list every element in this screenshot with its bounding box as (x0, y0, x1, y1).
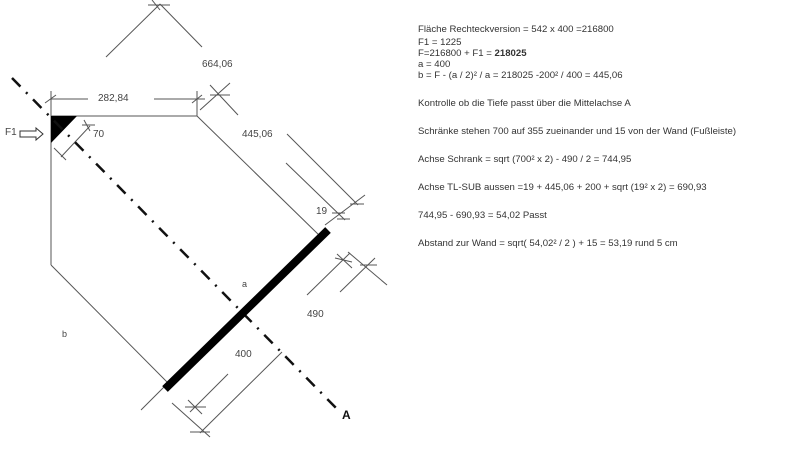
peak-tick (151, 0, 161, 11)
width-dim-tick (44, 94, 57, 104)
note-line: b = F - (a / 2)² / a = 218025 -200² / 40… (418, 70, 623, 81)
top-dimension-label: 664,06 (202, 59, 233, 70)
axis-label: A (342, 408, 351, 422)
right-diagonal-line (196, 115, 323, 239)
note-line: Fläche Rechteckversion = 542 x 400 =2168… (418, 24, 614, 35)
width-dim-tick (191, 94, 203, 104)
cross-tick (199, 82, 231, 111)
depth-dim-tick (336, 253, 353, 269)
center-axis-line (11, 77, 341, 413)
side-dim-line (286, 133, 359, 206)
width-dimension-label: 282,84 (98, 93, 129, 104)
side-dimension-label: 445,06 (242, 129, 273, 140)
note-line: 744,95 - 690,93 = 54,02 Passt (418, 210, 547, 221)
a-label: a (242, 279, 248, 289)
corner-dim-tick (83, 119, 91, 132)
note-line: Schränke stehen 700 auf 355 zueinander u… (418, 126, 737, 137)
bar-dimension-label: 400 (235, 349, 252, 360)
offset-tick (324, 194, 366, 226)
note-line: Kontrolle ob die Tiefe passt über die Mi… (418, 98, 631, 109)
peak-left-line (105, 3, 161, 58)
depth-dim-line (339, 257, 376, 293)
f1-arrow-icon (19, 126, 44, 142)
cabinet-bar (162, 227, 331, 392)
note-line: F=216800 + F1 = 218025 (418, 48, 736, 59)
note-line: Abstand zur Wand = sqrt( 54,02² / 2 ) + … (418, 238, 678, 249)
side-dim-line (285, 162, 346, 221)
note-line: F1 = 1225 (418, 37, 462, 48)
depth-dimension-label: 490 (307, 309, 324, 320)
note-line: a = 400 (418, 59, 451, 70)
bar-dim-line (189, 373, 229, 413)
bar-dim-line (140, 382, 169, 411)
peak-right-line (159, 3, 203, 48)
note-line: Achse TL-SUB aussen =19 + 445,06 + 200 +… (418, 182, 707, 193)
note-result: 218025 (494, 48, 527, 59)
corner-dim-line (60, 125, 91, 158)
note-text: F=216800 + F1 = (418, 48, 495, 59)
offset-dimension-label: 19 (316, 206, 328, 217)
bar-dim-line (199, 351, 283, 434)
bar-dim-line (171, 402, 211, 438)
calculation-notes: Fläche Rechteckversion = 542 x 400 =2168… (418, 24, 736, 249)
bar-dim-tick (187, 399, 203, 415)
corner-dim-tick (53, 147, 67, 161)
f1-label: F1 (5, 127, 17, 138)
corner-dimension-label: 70 (93, 129, 105, 140)
cross-tick (209, 84, 239, 116)
depth-dim-tick (347, 251, 388, 286)
lower-diagonal-line (50, 264, 169, 384)
note-line: Achse Schrank = sqrt (700² x 2) - 490 / … (418, 154, 632, 165)
b-label: b (62, 329, 68, 339)
